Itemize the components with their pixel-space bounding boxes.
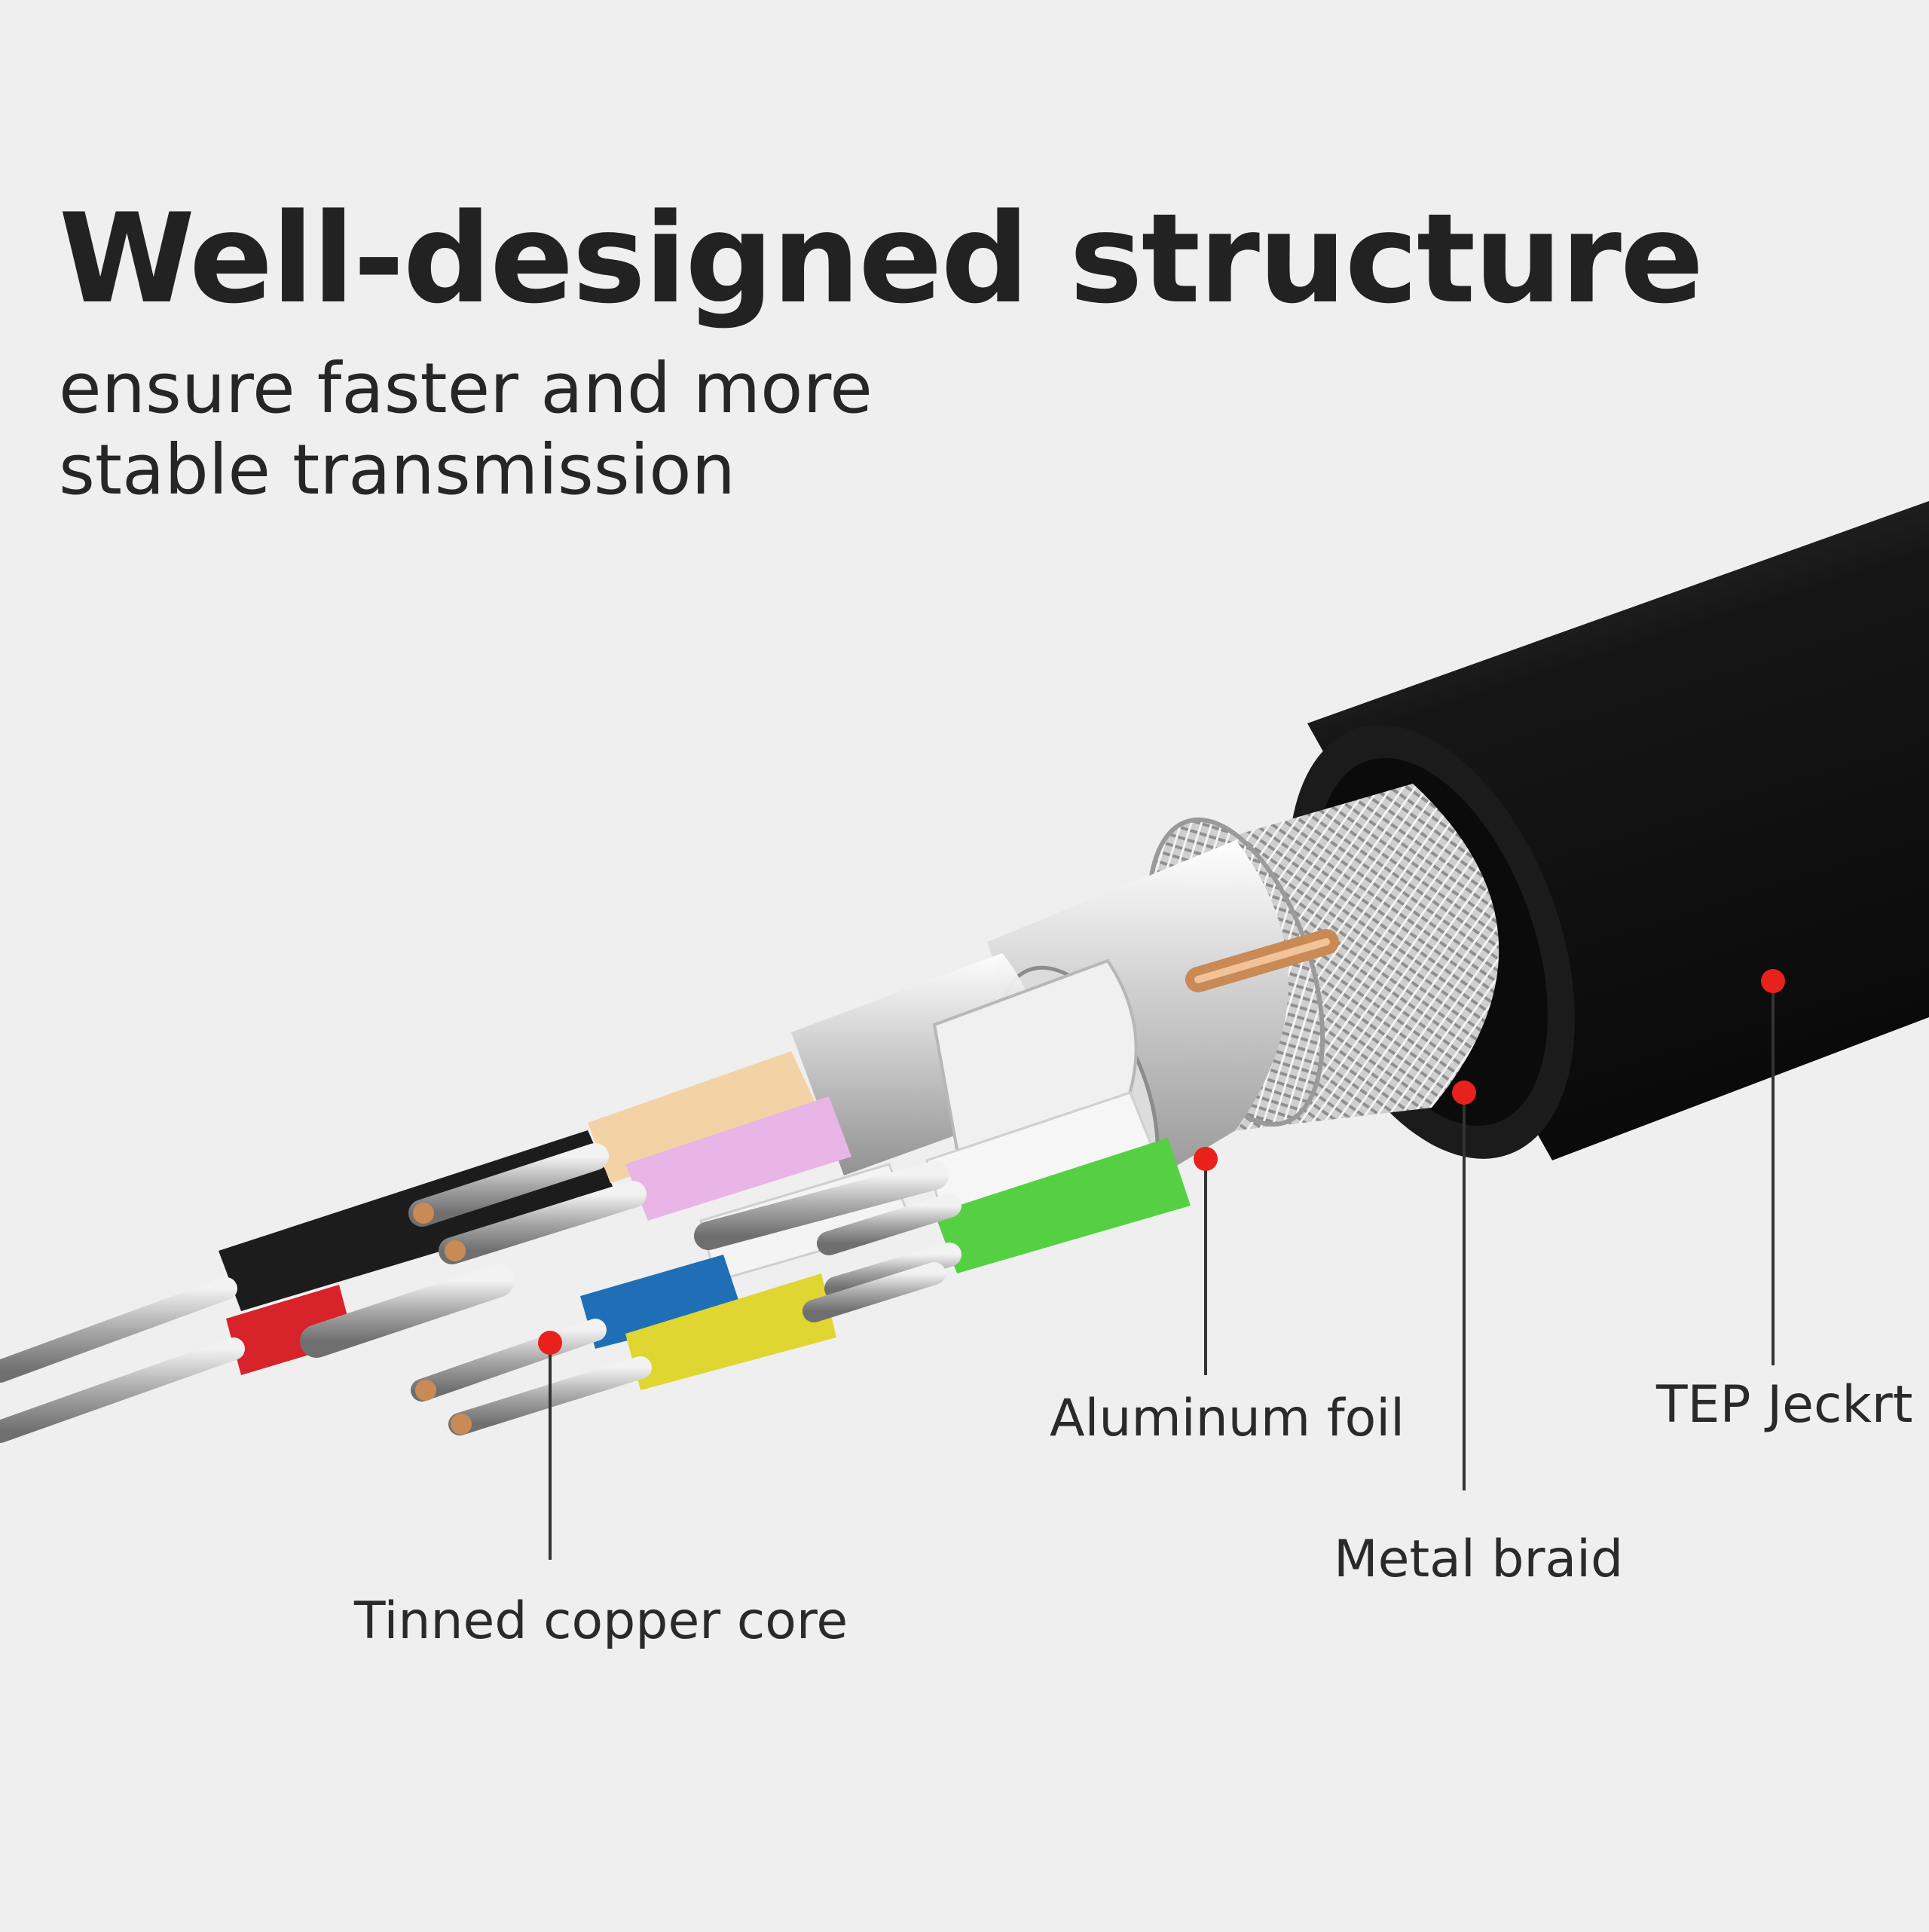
page-title: Well-designed structure	[59, 187, 1704, 331]
label-metal-braid: Metal braid	[1334, 1530, 1624, 1589]
marker-metal-braid	[1452, 1081, 1476, 1105]
label-tinned-copper-core: Tinned copper core	[354, 1591, 848, 1651]
subtitle-line-2: stable transmission	[59, 430, 735, 510]
wire-yellow	[625, 1273, 836, 1390]
label-aluminum-foil: Aluminum foil	[1050, 1389, 1405, 1448]
label-tep-jacket: TEP Jeckrt	[1656, 1375, 1913, 1435]
marker-tep-jacket	[1761, 969, 1785, 993]
wire-pink	[625, 1096, 851, 1221]
page-subtitle: ensure faster and more stable transmissi…	[59, 348, 873, 511]
marker-aluminum-foil	[1194, 1147, 1218, 1171]
tinned-copper-strands	[0, 1143, 961, 1443]
wire-blue	[580, 1255, 742, 1349]
wire-peach	[588, 1051, 821, 1183]
wire-red	[226, 1285, 354, 1375]
subtitle-line-1: ensure faster and more	[59, 348, 873, 429]
marker-tinned-copper-core	[538, 1331, 562, 1355]
wire-green	[934, 1138, 1191, 1273]
